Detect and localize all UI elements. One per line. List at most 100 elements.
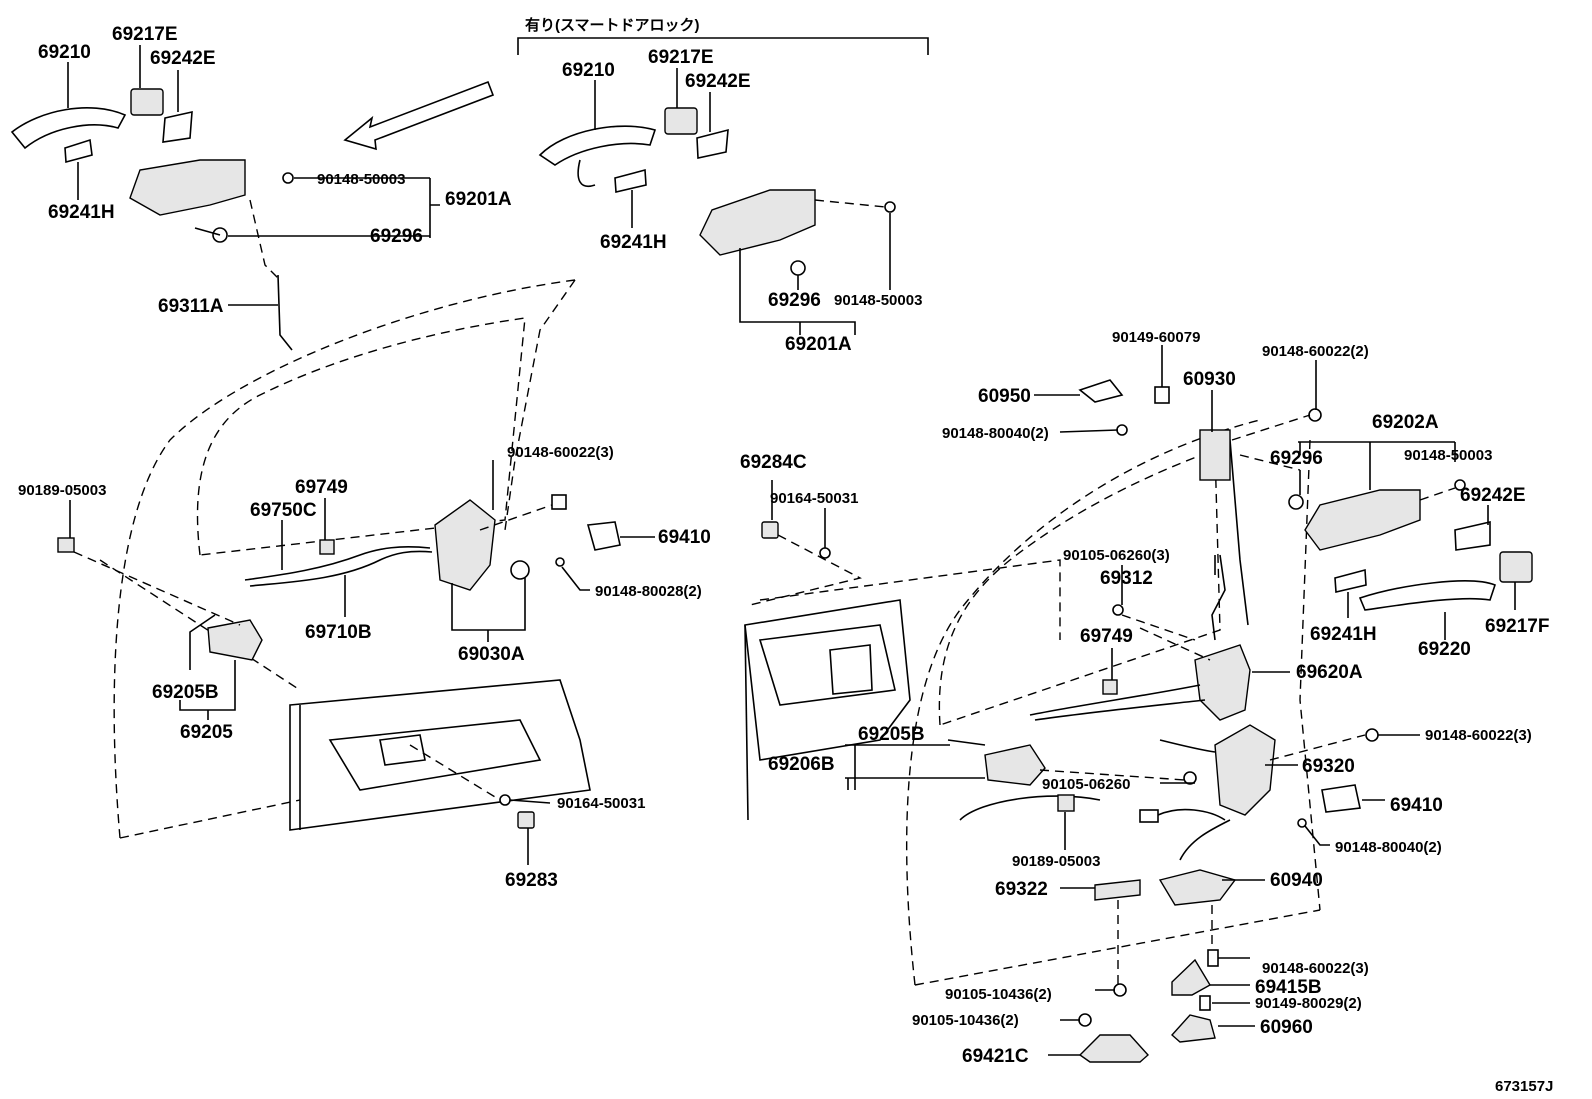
- clip-69749-right-icon: [1102, 679, 1118, 695]
- rod-69312-icon: [1211, 554, 1226, 641]
- clip-05003-left-icon: [57, 537, 75, 553]
- label-60930: 60930: [1183, 369, 1236, 390]
- right-door-outline: [759, 419, 1321, 986]
- direction-arrow-icon: [343, 80, 495, 151]
- pad-center-icon: [696, 128, 729, 159]
- label-69242E-c: 69242E: [1460, 485, 1526, 506]
- lock-rod-60930-icon: [1199, 429, 1249, 626]
- label-69205: 69205: [180, 722, 233, 743]
- leader-lines: [67, 45, 1516, 1056]
- label-69749-b: 69749: [1080, 626, 1133, 647]
- hinge-69421C-icon: [1078, 1034, 1149, 1063]
- clip-05003-right-icon: [1057, 794, 1075, 812]
- screw-60022-lower-icon: [1207, 949, 1219, 967]
- cover-69283-icon: [517, 811, 535, 829]
- label-90148-60022-3a: 90148-60022(3): [507, 444, 614, 461]
- label-90149-80029-2: 90149-80029(2): [1255, 995, 1362, 1012]
- right-door-inner-panel: [744, 599, 1101, 821]
- label-69217F: 69217F: [1485, 616, 1549, 637]
- label-90148-50003-c: 90148-50003: [1404, 447, 1492, 464]
- label-90148-50003-a: 90148-50003: [317, 171, 405, 188]
- label-69241H-b: 69241H: [600, 232, 667, 253]
- label-90148-80028-2: 90148-80028(2): [595, 583, 702, 600]
- cable-69710B-icon: [244, 546, 433, 587]
- label-69749-a: 69749: [295, 477, 348, 498]
- label-90148-60022-2: 90148-60022(2): [1262, 343, 1369, 360]
- label-69311A: 69311A: [158, 296, 224, 317]
- label-90164-50031-a: 90164-50031: [770, 490, 858, 507]
- rod-left-icon: [277, 274, 293, 351]
- label-69415B: 69415B: [1255, 977, 1322, 998]
- label-90148-60022-3b: 90148-60022(3): [1425, 727, 1532, 744]
- label-69201A-b: 69201A: [785, 334, 852, 355]
- label-69242E-a: 69242E: [150, 48, 216, 69]
- label-69241H-a: 69241H: [48, 202, 115, 223]
- label-69220: 69220: [1418, 639, 1471, 660]
- label-69421C: 69421C: [962, 1046, 1029, 1067]
- label-90149-60079: 90149-60079: [1112, 329, 1200, 346]
- outer-handle-right-icon: [1358, 580, 1496, 611]
- label-90148-80040-2a: 90148-80040(2): [942, 425, 1049, 442]
- label-69210-a: 69210: [38, 42, 91, 63]
- screw-60022-icon: [1308, 408, 1322, 422]
- striker-69410-left-icon: [555, 521, 621, 567]
- door-lock-69320-icon: [1159, 724, 1276, 816]
- smart-lock-bracket: [517, 37, 929, 55]
- label-69296-a: 69296: [370, 226, 423, 247]
- screw-50031-left-icon: [499, 794, 511, 806]
- gasket-left-icon: [64, 138, 93, 164]
- handle-frame-right-icon: [1288, 479, 1466, 551]
- screw-60022-right-icon: [1365, 728, 1379, 742]
- gasket-right-icon: [1334, 568, 1367, 593]
- label-69312: 69312: [1100, 568, 1153, 589]
- figure-code: 673157J: [1495, 1078, 1553, 1095]
- cover-69284C-icon: [761, 521, 779, 539]
- label-69283: 69283: [505, 870, 558, 891]
- label-90105-10436-2a: 90105-10436(2): [945, 986, 1052, 1003]
- label-69205B-a: 69205B: [152, 682, 219, 703]
- label-90148-60022-3c: 90148-60022(3): [1262, 960, 1369, 977]
- label-69217E-b: 69217E: [648, 47, 714, 68]
- label-69410-a: 69410: [658, 527, 711, 548]
- striker-69410-right-icon: [1297, 784, 1361, 828]
- door-lock-69030A-icon: [434, 494, 567, 591]
- smart-lock-note: 有り(スマートドアロック): [525, 16, 700, 34]
- label-69296-c: 69296: [1270, 448, 1323, 469]
- label-69320: 69320: [1302, 756, 1355, 777]
- label-90105-06260: 90105-06260: [1042, 776, 1130, 793]
- label-69750C: 69750C: [250, 500, 317, 521]
- left-door-outline: [99, 279, 576, 839]
- pad-right-icon: [1454, 520, 1491, 551]
- label-69030A: 69030A: [458, 644, 525, 665]
- label-69410-b: 69410: [1390, 795, 1443, 816]
- label-90105-06260-3: 90105-06260(3): [1063, 547, 1170, 564]
- label-69202A: 69202A: [1372, 412, 1439, 433]
- gasket-center-icon: [614, 168, 647, 193]
- label-90148-80040-2b: 90148-80040(2): [1335, 839, 1442, 856]
- outer-handle-left-icon: [10, 107, 127, 150]
- handle-frame-center-icon: [699, 189, 896, 276]
- label-69217E-a: 69217E: [112, 24, 178, 45]
- inner-handle-69206B-icon: [984, 744, 1046, 786]
- clip-69749-left-icon: [319, 539, 335, 555]
- label-69296-b: 69296: [768, 290, 821, 311]
- connector-cable-icon: [1139, 808, 1226, 823]
- label-69201A-a: 69201A: [445, 189, 512, 210]
- label-69284C: 69284C: [740, 452, 807, 473]
- label-60960: 60960: [1260, 1017, 1313, 1038]
- bolt-06260-upper-icon: [1112, 604, 1124, 616]
- label-69322: 69322: [995, 879, 1048, 900]
- bolt-06260-lower-icon: [1183, 771, 1197, 785]
- label-69620A: 69620A: [1296, 662, 1363, 683]
- label-69242E-b: 69242E: [685, 71, 751, 92]
- actuator-69620A-icon: [1029, 644, 1251, 721]
- label-90189-05003-b: 90189-05003: [1012, 853, 1100, 870]
- guide-69415B-icon: [1171, 958, 1211, 996]
- label-90148-50003-b: 90148-50003: [834, 292, 922, 309]
- label-69206B: 69206B: [768, 754, 835, 775]
- label-60940: 60940: [1270, 870, 1323, 891]
- label-69710B: 69710B: [305, 622, 372, 643]
- stopper-icon: [1078, 379, 1124, 403]
- label-90105-10436-2b: 90105-10436(2): [912, 1012, 1019, 1029]
- screw-80029-icon: [1199, 995, 1211, 1011]
